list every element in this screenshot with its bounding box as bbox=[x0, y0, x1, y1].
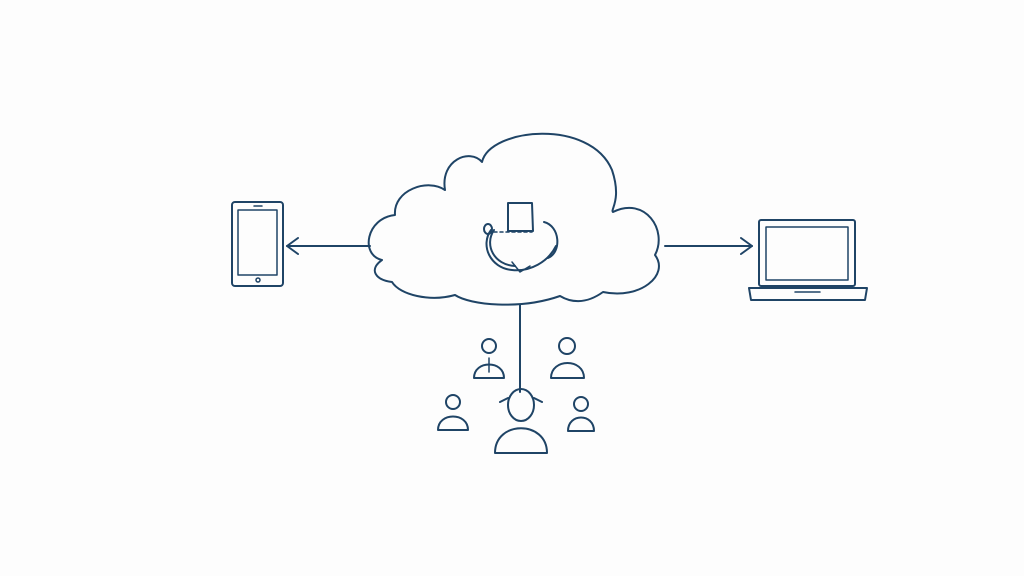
user-icon bbox=[550, 337, 585, 379]
phone-handset-document-icon bbox=[483, 202, 559, 273]
user-icon bbox=[494, 388, 548, 454]
cloud-icon bbox=[367, 132, 660, 306]
arrow-to-tablet bbox=[286, 237, 371, 255]
user-icon bbox=[473, 338, 505, 379]
user-icon bbox=[437, 394, 469, 431]
laptop-icon bbox=[748, 219, 868, 301]
tablet-icon bbox=[231, 201, 284, 287]
user-group-icon bbox=[437, 337, 595, 454]
user-icon bbox=[567, 396, 595, 432]
arrow-to-laptop bbox=[664, 237, 753, 255]
